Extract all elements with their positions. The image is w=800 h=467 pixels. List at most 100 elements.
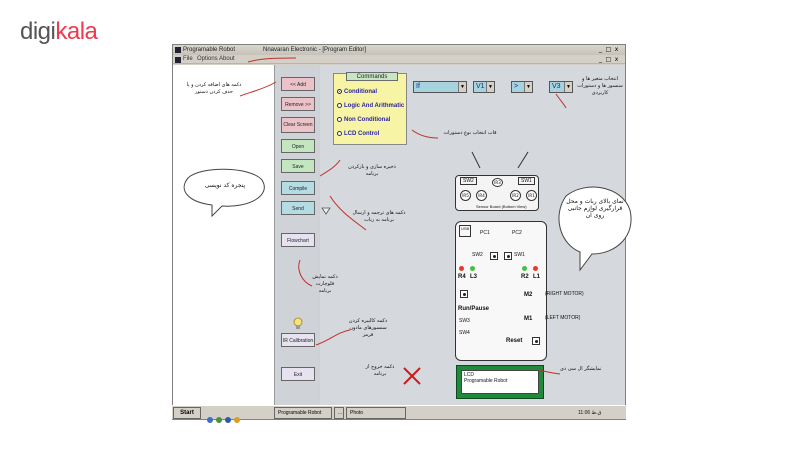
chevron-down-icon: ▼ — [486, 82, 494, 92]
compile-button[interactable]: Compile — [281, 181, 315, 195]
close-button[interactable]: x — [614, 46, 619, 53]
speech-bubble-right — [558, 186, 632, 272]
task-more[interactable]: ... — [334, 407, 344, 419]
app-window: Programable Robot Nnavaran Electronic - … — [172, 44, 626, 420]
m1-label: M1 — [524, 316, 533, 322]
light-bulb-icon — [293, 317, 303, 329]
arrow-menu — [247, 57, 297, 63]
arrow-dropdowns — [555, 93, 567, 109]
logo-part1: digi — [20, 18, 56, 45]
dropdown-v3[interactable]: V3▼ — [549, 81, 573, 93]
radio-icon — [337, 117, 342, 122]
r4-label: R4 — [458, 274, 466, 280]
quick-launch-icon — [207, 417, 240, 423]
left-motor-label: (LEFT MOTOR) — [545, 315, 581, 321]
cmd-option-logic[interactable]: Logic And Arithmatic — [337, 102, 404, 110]
lcd-line-2: Programable Robot — [464, 378, 508, 384]
title-bar: Programable Robot Nnavaran Electronic - … — [173, 45, 625, 55]
arrow-save — [319, 159, 341, 177]
sensor-ir2: IR2 — [510, 190, 521, 201]
sensor-ir5: IR5 — [460, 190, 471, 201]
led-l1-icon — [533, 266, 538, 271]
sw2-label: SW2 — [472, 252, 483, 258]
cmd-option-label: Logic And Arithmatic — [344, 103, 405, 109]
ir-calibration-button[interactable]: IR Calibration — [281, 333, 315, 347]
annotation-exit: دکمه خروج از برنامه — [365, 364, 395, 377]
radio-icon — [337, 131, 342, 136]
dropdown-v1[interactable]: V1▼ — [473, 81, 495, 93]
cmd-option-lcd[interactable]: LCD Control — [337, 130, 379, 138]
task-photo[interactable]: Photo — [346, 407, 406, 419]
cmd-option-label: LCD Control — [344, 131, 380, 137]
sensor-board-caption: Sensor Board (Bottom View) — [476, 204, 527, 209]
annotation-lcd: نمایشگر ال سی دی — [560, 366, 602, 372]
dropdown-value: V1 — [476, 83, 485, 90]
add-button[interactable]: << Add — [281, 77, 315, 91]
l3-label: L3 — [470, 274, 478, 280]
menu-about[interactable]: About — [219, 56, 235, 62]
maximize-button[interactable]: □ — [605, 46, 612, 53]
child-close-button[interactable]: x — [614, 56, 619, 63]
pc1-label: PC1 — [480, 230, 490, 236]
run-pause-button-icon[interactable] — [460, 290, 468, 298]
clear-screen-button[interactable]: Clear Screen — [281, 117, 315, 133]
sw4-label: SW4 — [459, 330, 470, 336]
pc2-label: PC2 — [512, 230, 522, 236]
code-editor-pane[interactable] — [173, 65, 275, 409]
sw1-label: SW1 — [514, 252, 525, 258]
save-button[interactable]: Save — [281, 159, 315, 173]
right-motor-label: (RIGHT MOTOR) — [545, 291, 584, 297]
cmd-option-label: Non Conditional — [344, 117, 391, 123]
sw3-label: SW3 — [459, 318, 470, 324]
remove-button[interactable]: Remove >> — [281, 97, 315, 111]
reset-button-icon[interactable] — [532, 337, 540, 345]
sensor-board: SW2 IR3 SW1 IR5 IR4 IR2 IR1 Sensor Board… — [455, 175, 539, 211]
child-minimize-button[interactable]: _ — [599, 56, 602, 63]
annotation-robot-view: نمای بالای ربات و محل قرارگیری لوازم جان… — [566, 198, 624, 219]
app-title: Programable Robot — [183, 47, 236, 53]
quick-launch-icons[interactable] — [206, 409, 246, 423]
cmd-option-label: Conditional — [344, 89, 377, 95]
speech-bubble-left — [183, 168, 265, 218]
button-panel: << Add Remove >> Clear Screen Open Save … — [275, 65, 319, 409]
lcd-line-1: LCD — [464, 372, 475, 378]
dropdown-value: > — [514, 83, 519, 90]
exit-button[interactable]: Exit — [281, 367, 315, 381]
arrow-lcd — [539, 369, 561, 375]
commands-title: Commands — [346, 72, 398, 81]
start-button[interactable]: Start — [173, 407, 201, 419]
run-pause-label: Run/Pause — [458, 306, 490, 312]
triangle-marker-icon — [321, 207, 331, 215]
dropdown-operator[interactable]: >▼ — [511, 81, 533, 93]
menu-file[interactable]: File — [183, 56, 193, 62]
m2-label: M2 — [524, 292, 533, 298]
menu-app-icon — [175, 57, 181, 63]
send-button[interactable]: Send — [281, 201, 315, 215]
cmd-option-conditional[interactable]: Conditional — [337, 88, 377, 96]
menu-bar: File Options About _ □ x — [173, 55, 625, 64]
sensor-ir3: IR3 — [492, 178, 503, 187]
cmd-option-nonconditional[interactable]: Non Conditional — [337, 116, 390, 124]
chevron-down-icon: ▼ — [458, 82, 466, 92]
robot-antenna-lines — [471, 151, 529, 169]
dropdown-if[interactable]: If▼ — [413, 81, 467, 93]
minimize-button[interactable]: _ — [599, 46, 602, 53]
l1-label: L1 — [533, 274, 541, 280]
flowchart-button[interactable]: Flowchart — [281, 233, 315, 247]
annotation-save-open: ذخیره سازی و بازکردن برنامه — [348, 164, 396, 177]
commands-panel: Commands Conditional Logic And Arithmati… — [333, 72, 407, 145]
task-programable-robot[interactable]: Programable Robot — [274, 407, 332, 419]
sw2-button-icon[interactable] — [490, 252, 498, 260]
dropdown-value: V3 — [552, 83, 561, 90]
menu-options[interactable]: Options — [197, 56, 218, 62]
arrow-compile — [329, 195, 367, 231]
window-title: Nnavaran Electronic - [Program Editor] — [263, 47, 367, 53]
radio-icon — [337, 103, 342, 108]
lcd-screen: LCD Programable Robot — [461, 370, 539, 394]
sw1-button-icon[interactable] — [504, 252, 512, 260]
child-maximize-button[interactable]: □ — [605, 56, 612, 63]
annotation-compile-send: دکمه های ترجمه و ارسال برنامه به ربات — [352, 210, 406, 223]
sensor-ir1: IR1 — [526, 190, 537, 201]
open-button[interactable]: Open — [281, 139, 315, 153]
